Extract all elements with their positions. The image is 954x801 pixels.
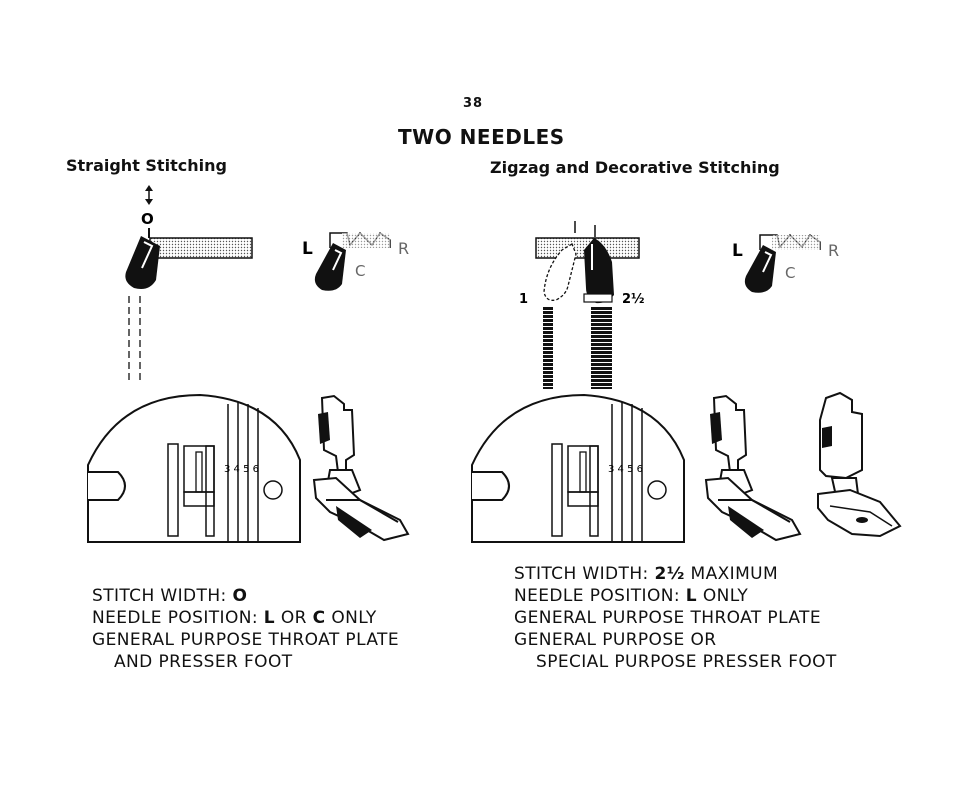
throat-plate-right: 3 4 5 6 xyxy=(471,393,685,543)
spec-presser-foot-right-2: SPECIAL PURPOSE PRESSER FOOT xyxy=(536,652,837,672)
selector-center-label-right: C xyxy=(785,264,795,282)
throat-plate-left: 3 4 5 6 xyxy=(87,393,301,543)
selector-left-label-right: L xyxy=(732,241,743,261)
lever-position-1: 1 xyxy=(519,292,528,307)
section-heading-zigzag: Zigzag and Decorative Stitching xyxy=(490,158,780,177)
selector-right-label: R xyxy=(398,239,409,258)
presser-foot-special xyxy=(817,391,902,538)
position-selector-left: L C R xyxy=(302,231,409,291)
position-selector-right: L C R xyxy=(732,233,839,293)
spec-presser-foot: AND PRESSER FOOT xyxy=(114,652,293,672)
throat-plate-numbers-left: 3 4 5 6 xyxy=(224,464,259,475)
selector-right-label-right: R xyxy=(828,241,839,260)
lever-position-2: 2½ xyxy=(622,292,645,307)
selector-center-label: C xyxy=(355,262,365,280)
selector-left-label: L xyxy=(302,239,313,259)
spec-stitch-width: STITCH WIDTH: O xyxy=(92,586,248,606)
spec-stitch-width-right: STITCH WIDTH: 2½ MAXIMUM xyxy=(514,564,779,584)
section-heading-straight: Straight Stitching xyxy=(66,156,227,175)
page-title: TWO NEEDLES xyxy=(398,125,565,149)
spec-presser-foot-right-1: GENERAL PURPOSE OR xyxy=(514,630,717,650)
page-number: 38 xyxy=(463,96,484,111)
throat-plate-numbers-right: 3 4 5 6 xyxy=(608,464,643,475)
spec-throat-plate: GENERAL PURPOSE THROAT PLATE xyxy=(92,630,399,650)
width-indicator: O xyxy=(141,185,154,238)
needle-lever-left xyxy=(125,236,253,384)
spec-needle-position: NEEDLE POSITION: L OR C ONLY xyxy=(92,608,377,628)
presser-foot-left xyxy=(312,394,410,542)
width-indicator-label: O xyxy=(141,210,154,228)
needle-lever-right: 1 2½ xyxy=(519,221,645,389)
spec-needle-position-right: NEEDLE POSITION: L ONLY xyxy=(514,586,749,606)
spec-straight: STITCH WIDTH: O NEEDLE POSITION: L OR C … xyxy=(92,585,399,673)
spec-zigzag: STITCH WIDTH: 2½ MAXIMUM NEEDLE POSITION… xyxy=(514,563,837,673)
presser-foot-general xyxy=(704,394,802,542)
spec-throat-plate-right: GENERAL PURPOSE THROAT PLATE xyxy=(514,608,821,628)
